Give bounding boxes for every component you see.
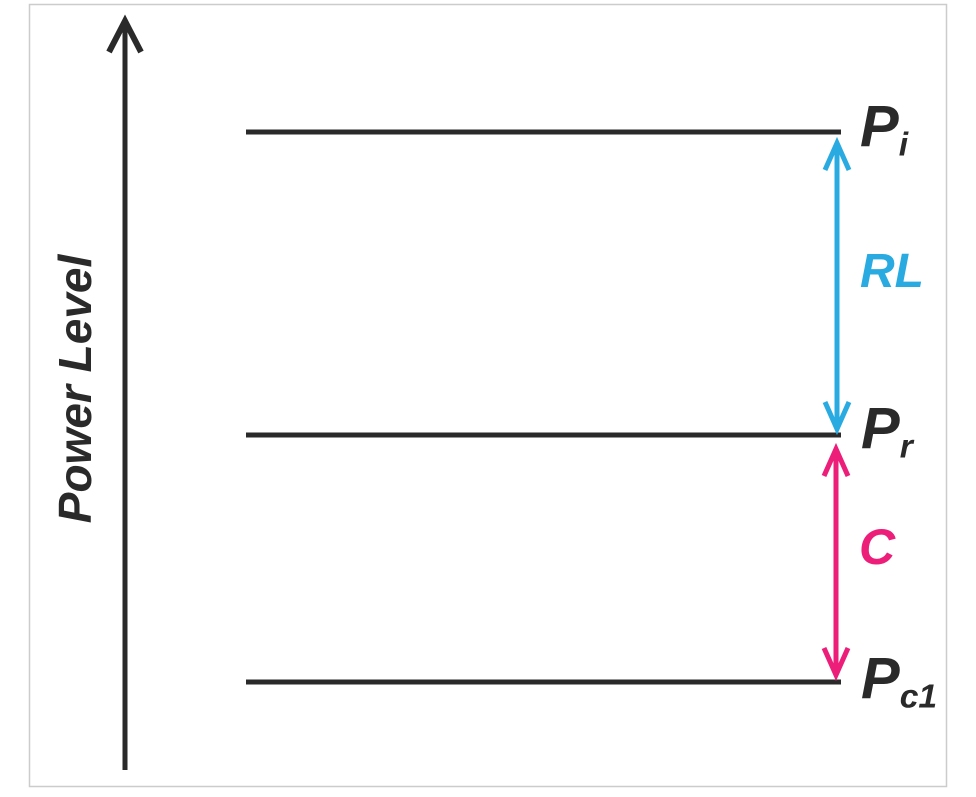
label-return-loss: RL	[860, 245, 924, 298]
label-coupled-power-sub: c1	[899, 678, 938, 716]
label-reflected-power: Pr	[861, 400, 913, 464]
y-axis-title: Power Level	[49, 254, 101, 524]
label-coupling: C	[859, 519, 896, 575]
label-reflected-power-sub: r	[899, 428, 913, 466]
return-loss-arrowhead-up-icon	[822, 136, 852, 172]
power-level-axis	[106, 14, 144, 770]
label-incident-power: Pi	[860, 98, 908, 162]
label-incident-power-main: P	[860, 94, 899, 159]
label-incident-power-sub: i	[898, 126, 909, 164]
axis-up-arrowhead-icon	[106, 14, 144, 54]
label-coupled-power-main: P	[861, 646, 900, 711]
level-lines	[246, 129, 841, 685]
coupling-arrowhead-down-icon	[821, 646, 851, 682]
figure-frame	[28, 3, 948, 788]
coupling-arrow	[821, 442, 851, 682]
label-coupled-power: Pc1	[861, 650, 937, 714]
return-loss-arrow	[822, 136, 852, 436]
label-reflected-power-main: P	[861, 396, 900, 461]
coupling-arrowhead-up-icon	[821, 442, 851, 478]
return-loss-arrowhead-down-icon	[822, 400, 852, 436]
